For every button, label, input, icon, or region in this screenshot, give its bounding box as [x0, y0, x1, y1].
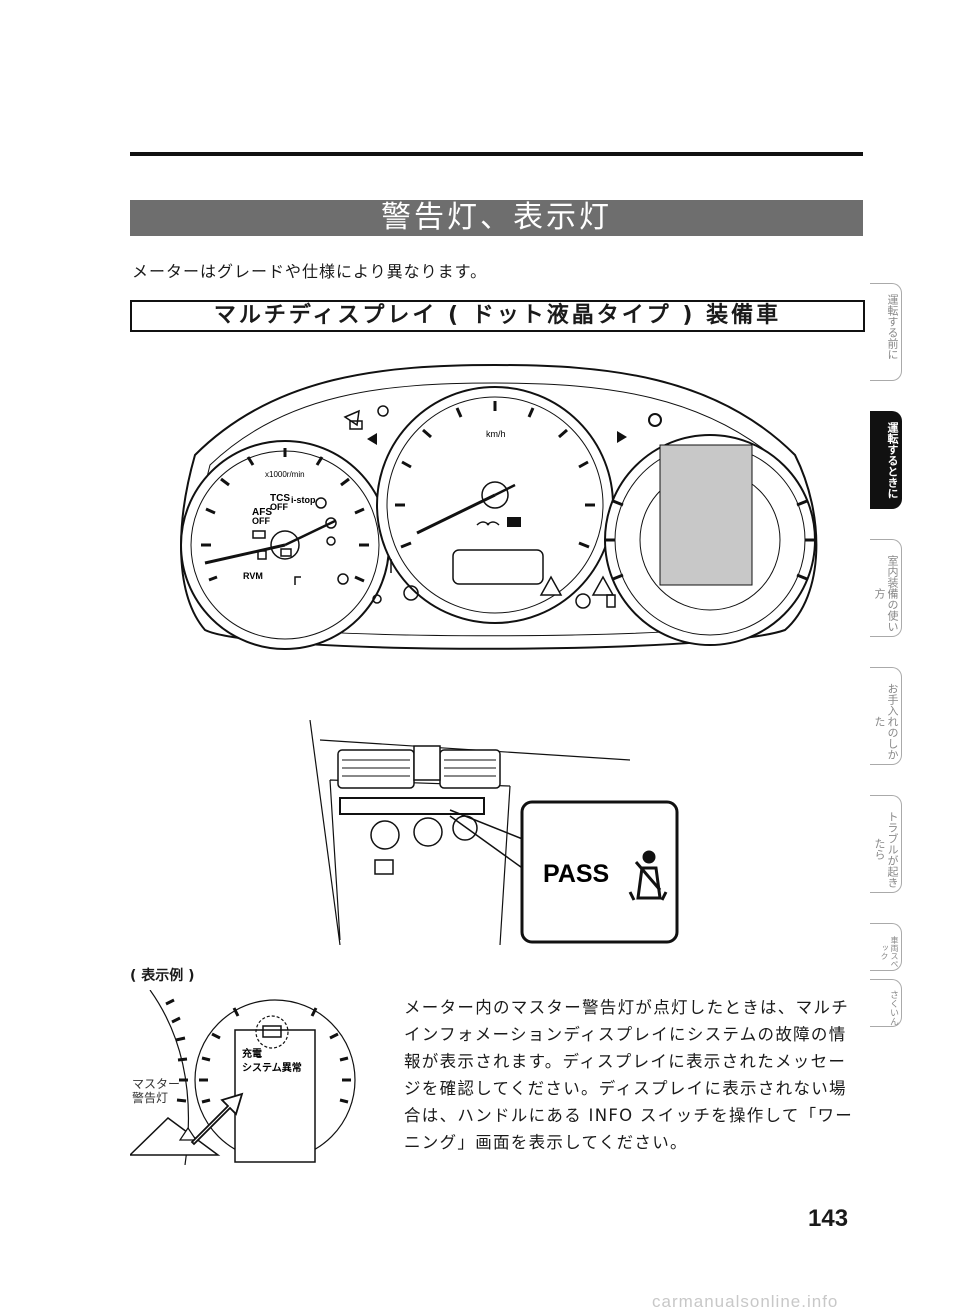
multi-info-gauge	[539, 413, 816, 646]
tab-maintenance[interactable]: お手入れのしかた	[870, 667, 902, 765]
pass-indicator-panel	[520, 800, 679, 944]
tcs-off-label: OFF	[270, 502, 288, 512]
afs-off-label: OFF	[252, 516, 270, 526]
tab-specs[interactable]: 車両スペック	[870, 923, 902, 971]
multi-info-display	[659, 444, 753, 586]
tach-unit: x1000r/min	[265, 470, 305, 479]
instrument-cluster-illustration: x1000r/min TCS OFF i-stop AFS OFF RVM km…	[180, 363, 818, 650]
tab-while-driving[interactable]: 運転するときに	[870, 411, 902, 509]
page-number: 143	[808, 1205, 849, 1232]
tcs-label: TCS	[270, 493, 290, 504]
console-illustration: PASS	[309, 720, 679, 945]
afs-label: AFS	[252, 507, 272, 518]
tab-trouble[interactable]: トラブルが起きたら	[870, 795, 902, 893]
section-title: 警告灯、表示灯	[130, 200, 863, 236]
arrow-icon	[190, 1092, 244, 1146]
intro-text: メーターはグレードや仕様により異なります。	[132, 262, 488, 281]
subheading: マルチディスプレイ ( ドット液晶タイプ ) 装備車	[130, 300, 865, 332]
tab-before-driving[interactable]: 運転する前に	[870, 283, 902, 381]
rvm-label: RVM	[243, 571, 263, 581]
passenger-seatbelt-icon	[628, 850, 668, 901]
tachometer: x1000r/min TCS OFF i-stop AFS OFF RVM	[180, 440, 390, 650]
istop-label: i-stop	[291, 495, 316, 505]
top-rule	[130, 152, 863, 156]
display-example-illustration: 充電 システム異常	[130, 990, 356, 1165]
watermark: carmanualsonline.info	[652, 1292, 839, 1311]
speedometer: km/h	[343, 386, 627, 624]
display-message: システム異常	[242, 1061, 302, 1074]
example-label: ( 表示例 )	[130, 968, 195, 984]
tab-interior[interactable]: 室内装備の使い方	[870, 539, 902, 637]
speed-unit: km/h	[486, 429, 506, 439]
master-warning-label: マスター 警告灯	[132, 1077, 181, 1105]
body-text: メーター内のマスター警告灯が点灯したときは、マルチインフォメーションディスプレイ…	[404, 998, 854, 1152]
display-title: 充電	[242, 1047, 262, 1060]
pass-label: PASS	[543, 860, 609, 888]
tab-index[interactable]: さくいん	[870, 979, 902, 1027]
